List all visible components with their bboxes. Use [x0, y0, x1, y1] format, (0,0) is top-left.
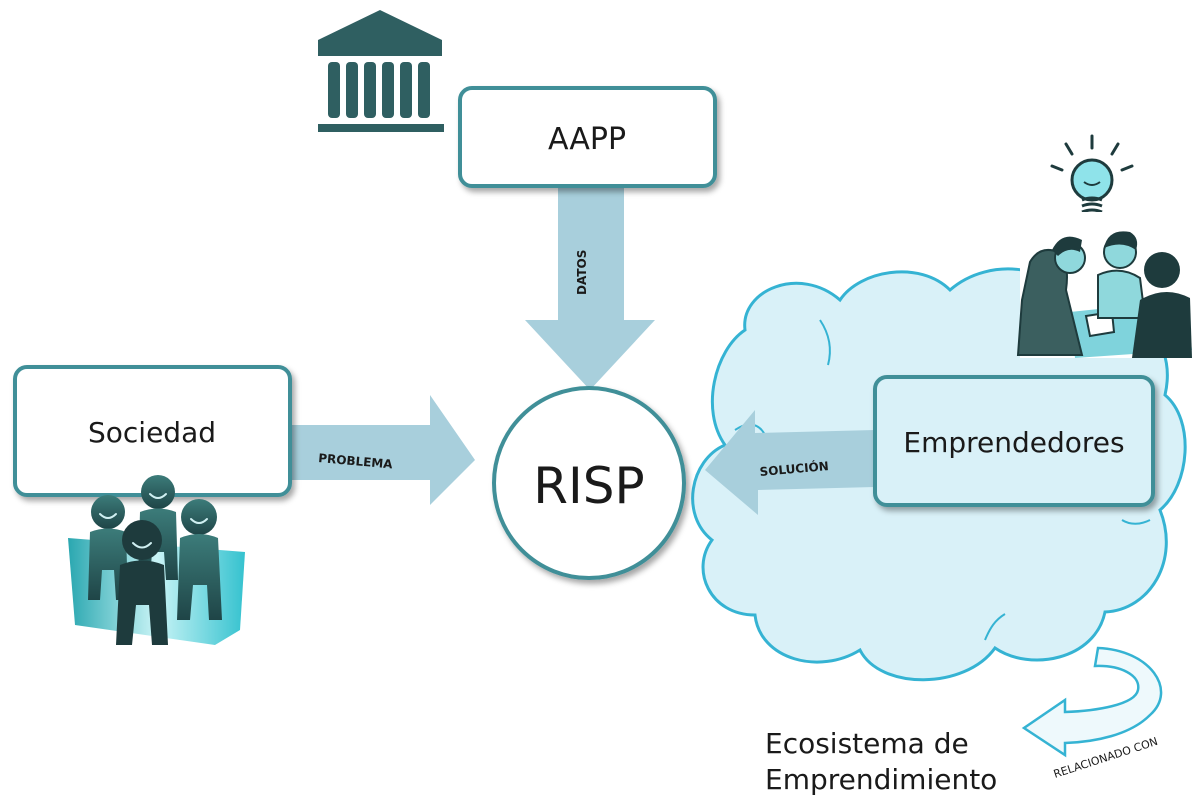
lightbulb-icon — [1050, 134, 1134, 220]
problema-arrow — [290, 395, 475, 505]
risp-label: RISP — [533, 457, 644, 515]
problema-label: PROBLEMA — [318, 451, 394, 471]
sociedad-label: Sociedad — [88, 416, 216, 449]
solucion-arrow — [705, 410, 875, 515]
people-group-icon — [68, 475, 245, 645]
aapp-label: AAPP — [548, 122, 626, 157]
risp-node[interactable] — [492, 386, 686, 580]
emprendedores-label: Emprendedores — [903, 426, 1124, 459]
aapp-box[interactable] — [458, 86, 717, 188]
institution-icon — [318, 10, 444, 132]
datos-label: DATOS — [575, 250, 589, 295]
team-meeting-icon — [1016, 212, 1192, 358]
relacionado-arrow — [1021, 646, 1163, 758]
emprendedores-box[interactable] — [873, 375, 1155, 507]
datos-arrow — [525, 188, 655, 390]
ecosistema-label-line2: Emprendimiento — [765, 763, 997, 796]
ecosistema-label-line1: Ecosistema de — [765, 727, 969, 760]
solucion-label: SOLUCIÓN — [759, 458, 829, 479]
